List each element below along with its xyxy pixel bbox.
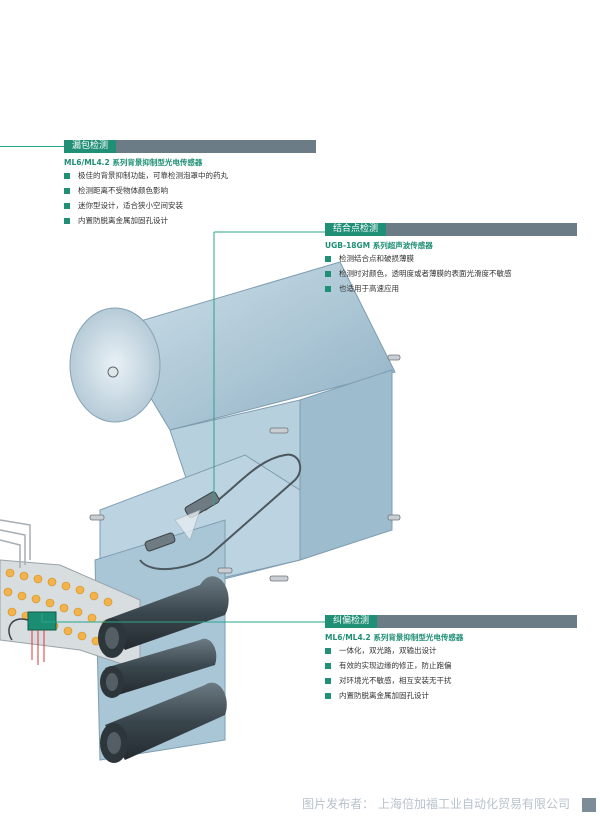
section1-header-bar: 漏包检测: [64, 140, 316, 153]
publisher-credit: 图片发布者： 上海倍加福工业自动化贸易有限公司: [302, 797, 570, 811]
sensor-cable: [139, 453, 302, 571]
section2-feature-list: 检测结合点和破损薄膜 检测时对颜色，透明度或者薄膜的表面光滑度不敏感 也适用于高…: [325, 253, 512, 298]
section3-header-bar: 纠偏检测: [325, 615, 577, 628]
section1-leader: [0, 146, 64, 147]
list-item: 内置防脱离金属加固孔设计: [64, 215, 228, 230]
list-item: 也适用于高速应用: [325, 283, 512, 298]
section1-feature-list: 极佳的背景抑制功能，可靠检测泡罩中的药丸 检测距离不受物体颜色影响 迷你型设计，…: [64, 170, 228, 230]
roller-3: [100, 682, 227, 763]
section2-header-bar: 结合点检测: [325, 223, 577, 236]
bullet-icon: [325, 693, 331, 699]
bullet-icon: [325, 663, 331, 669]
page-marker: [582, 798, 596, 812]
film-drum: [69, 307, 161, 423]
section1-heading: 漏包检测: [64, 140, 117, 153]
list-item: 检测结合点和破损薄膜: [325, 253, 512, 268]
section3-feature-list: 一体化，双光路，双输出设计 有效的实现边缘的修正，防止跑偏 对环境光不敏感，相互…: [325, 645, 452, 705]
list-item: 内置防脱离金属加固孔设计: [325, 690, 452, 705]
roller-1: [98, 576, 229, 658]
section1-subtitle: ML6/ML4.2 系列背景抑制型光电传感器: [64, 158, 203, 167]
bullet-icon: [325, 286, 331, 292]
bullet-icon: [325, 648, 331, 654]
roller-2: [100, 638, 217, 698]
bullet-icon: [325, 256, 331, 262]
list-item: 有效的实现边缘的修正，防止跑偏: [325, 660, 452, 675]
list-item: 迷你型设计，适合狭小空间安装: [64, 200, 228, 215]
bullet-icon: [325, 271, 331, 277]
bullet-icon: [64, 203, 70, 209]
bullet-icon: [64, 188, 70, 194]
ultrasonic-sensor: [184, 491, 220, 519]
list-item: 对环境光不敏感，相互安装无干扰: [325, 675, 452, 690]
list-item: 检测时对颜色，透明度或者薄膜的表面光滑度不敏感: [325, 268, 512, 283]
section3-heading: 纠偏检测: [325, 615, 378, 628]
bullet-icon: [64, 218, 70, 224]
list-item: 检测距离不受物体颜色影响: [64, 185, 228, 200]
list-item: 一体化，双光路，双输出设计: [325, 645, 452, 660]
upper-film-right: [299, 369, 393, 561]
section2-heading: 结合点检测: [325, 223, 387, 236]
bullet-icon: [64, 173, 70, 179]
section2-subtitle: UGB-18GM 系列超声波传感器: [325, 241, 433, 250]
list-item: 极佳的背景抑制功能，可靠检测泡罩中的药丸: [64, 170, 228, 185]
section3-subtitle: ML6/ML4.2 系列背景抑制型光电传感器: [325, 633, 464, 642]
bullet-icon: [325, 678, 331, 684]
